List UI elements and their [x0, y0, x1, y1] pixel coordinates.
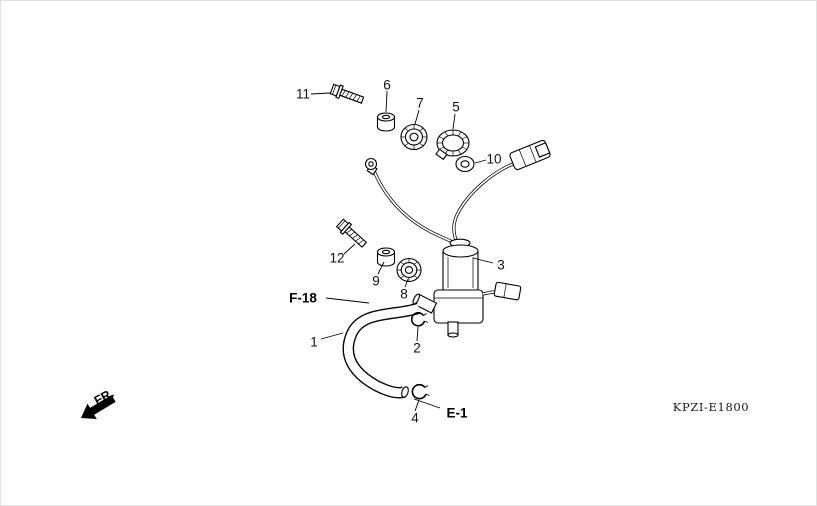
solenoid-valve-assembly — [412, 238, 522, 338]
callout-12: 12 — [329, 250, 345, 266]
diagram-code: KPZI-E1800 — [672, 400, 750, 414]
ref-label-f18: F-18 — [289, 290, 317, 306]
grommet-8 — [396, 257, 422, 283]
spacer-9 — [376, 247, 396, 267]
clip-ring-2 — [410, 312, 428, 327]
washer-10 — [455, 155, 475, 173]
fr-arrow-icon — [81, 394, 116, 420]
callout-9: 9 — [372, 273, 380, 289]
grommet-7 — [400, 123, 428, 151]
bolt-12 — [335, 218, 368, 248]
ref-label-e1: E-1 — [446, 405, 468, 421]
ring-terminal — [364, 157, 378, 176]
callout-2: 2 — [413, 340, 421, 356]
harness-connector — [509, 139, 551, 171]
spacer-6 — [376, 112, 396, 132]
bolt-11 — [329, 83, 365, 104]
callout-6: 6 — [383, 77, 391, 93]
callout-8: 8 — [400, 286, 408, 302]
hose — [342, 302, 421, 399]
clamp-5 — [435, 129, 470, 161]
callout-1: 1 — [310, 334, 318, 350]
callout-5: 5 — [452, 99, 460, 115]
wire-harness — [372, 162, 514, 246]
callout-11: 11 — [295, 86, 311, 102]
leader-lines — [310, 90, 494, 412]
callout-7: 7 — [416, 95, 424, 111]
callout-4: 4 — [411, 410, 419, 426]
callout-3: 3 — [497, 257, 505, 273]
callout-10: 10 — [486, 151, 502, 167]
clip-ring-4 — [411, 383, 430, 400]
